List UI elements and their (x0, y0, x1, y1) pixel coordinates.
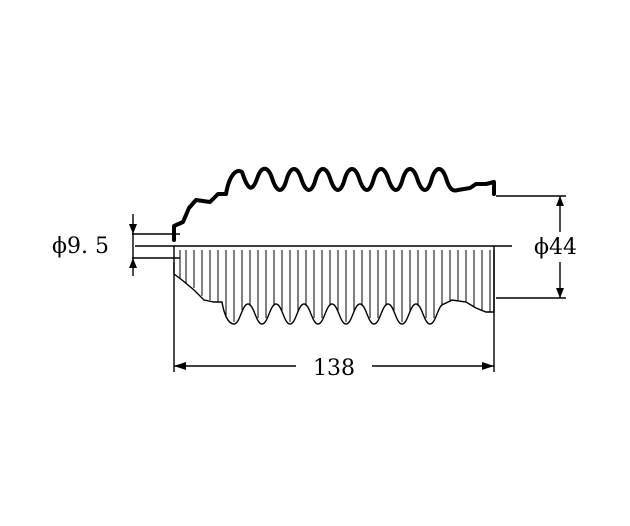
length-label: 138 (313, 356, 355, 381)
small-diameter-dimension (129, 214, 180, 276)
length-dimension (173, 250, 495, 372)
bellows-section-view (173, 246, 495, 325)
bellows-outer-profile (172, 166, 496, 242)
large-diameter-dimension (496, 195, 566, 299)
large-diameter-label: ϕ44 (534, 235, 577, 260)
small-diameter-label: ϕ9. 5 (52, 234, 109, 259)
